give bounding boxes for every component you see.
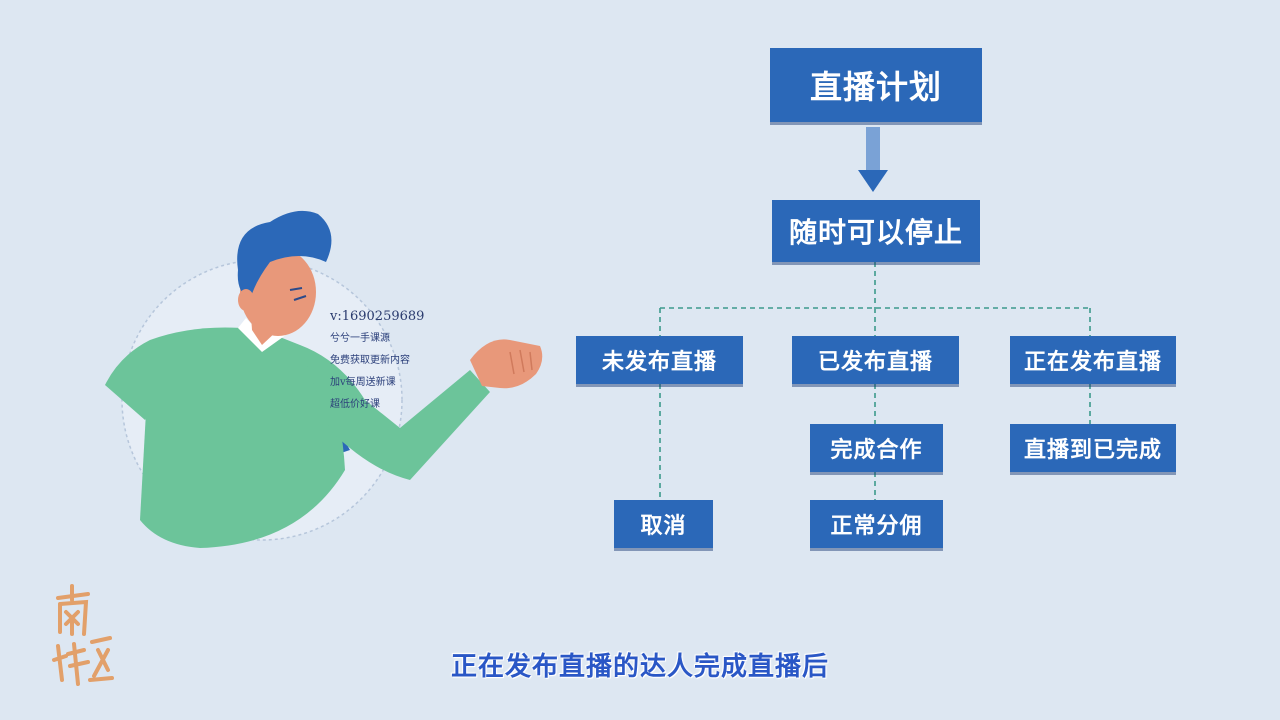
watermark-line: 超低价好课 [330, 399, 380, 410]
node-normal-commission: 正常分佣 [810, 500, 943, 548]
presenter-illustration [105, 210, 543, 548]
node-branch-unpublished: 未发布直播 [576, 336, 743, 384]
node-second: 随时可以停止 [772, 200, 980, 262]
node-live-completed: 直播到已完成 [1010, 424, 1176, 472]
node-root: 直播计划 [770, 48, 982, 122]
watermark-line: 免费获取更新内容 [330, 355, 410, 366]
watermark-text: v:1690259689 兮兮一手课源 免费获取更新内容 加v每周送新课 超低价… [330, 306, 424, 416]
node-cancel: 取消 [614, 500, 713, 548]
node-branch-live: 正在发布直播 [1010, 336, 1176, 384]
watermark-line: 加v每周送新课 [330, 377, 396, 388]
node-complete-cooperation: 完成合作 [810, 424, 943, 472]
subtitle-caption: 正在发布直播的达人完成直播后 [450, 652, 829, 682]
watermark-line: 兮兮一手课源 [330, 333, 390, 344]
watermark-phone: v:1690259689 [330, 309, 425, 324]
node-branch-published: 已发布直播 [792, 336, 959, 384]
logo-seal [52, 584, 114, 686]
